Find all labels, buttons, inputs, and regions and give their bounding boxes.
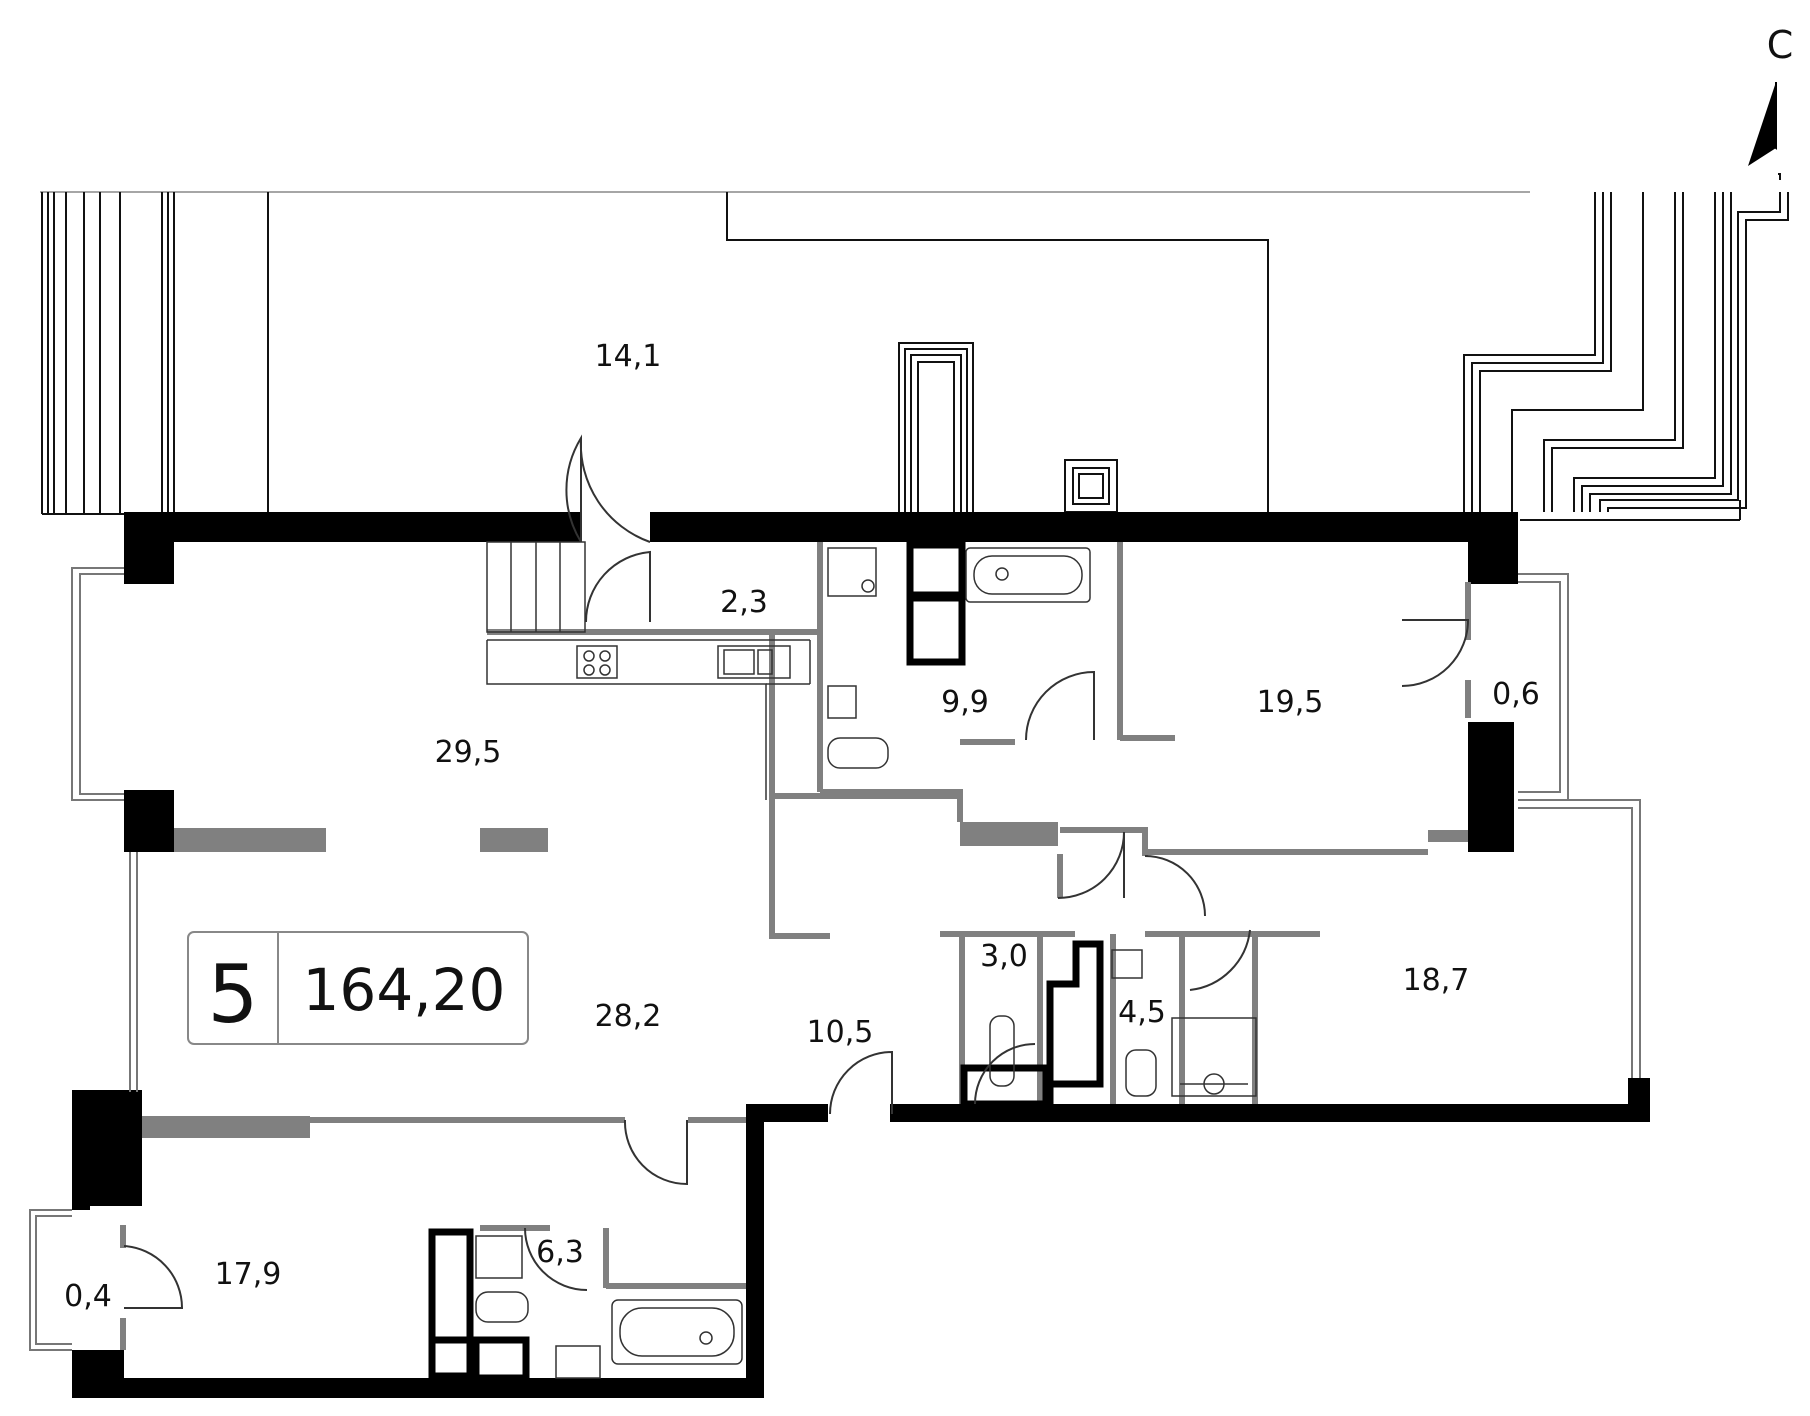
bathtub-icon — [965, 547, 1091, 603]
exterior-walls — [72, 512, 1650, 1398]
north-arrow-icon — [1748, 82, 1776, 166]
toilet-icon-wc — [989, 1015, 1015, 1087]
bidet-icon-2 — [555, 1345, 601, 1379]
room-area-hallway: 10,5 — [807, 1015, 874, 1050]
terrace-vents — [898, 342, 1118, 514]
room-area-wc: 3,0 — [980, 939, 1028, 974]
room-area-balcony-w: 0,4 — [64, 1279, 112, 1314]
bidet-icon — [827, 685, 857, 719]
room-area-kitchen-living: 29,5 — [435, 735, 502, 770]
doors — [123, 434, 1470, 1309]
fixtures — [475, 547, 1257, 1379]
room-area-bathroom-2: 6,3 — [536, 1235, 584, 1270]
terrace-railing-right — [1463, 173, 1789, 521]
shafts — [428, 541, 1104, 1382]
partitions — [142, 822, 1468, 1138]
compass: С — [1748, 23, 1793, 166]
stairs — [486, 541, 586, 633]
toilet-icon-bath2 — [475, 1291, 529, 1323]
room-area-balcony-e: 0,6 — [1492, 677, 1540, 712]
room-area-bedroom-se: 18,7 — [1403, 963, 1470, 998]
room-area-bedroom-sw: 17,9 — [215, 1257, 282, 1292]
total-area: 164,20 — [303, 956, 506, 1024]
rooms-count: 5 — [208, 948, 259, 1041]
room-area-terrace: 14,1 — [595, 339, 662, 374]
terrace-outline — [40, 191, 1530, 512]
window-lines — [29, 567, 1641, 1351]
toilet-icon-laundry — [1125, 1049, 1157, 1097]
washer-icon — [1171, 1017, 1257, 1097]
sink-icon-wc — [1111, 949, 1143, 979]
kitchen-counter — [486, 639, 811, 800]
terrace-railing-left — [41, 192, 175, 515]
room-area-bathroom-1: 9,9 — [941, 685, 989, 720]
room-labels: 14,1 2,3 9,9 19,5 0,6 29,5 28,2 10,5 3,0… — [64, 339, 1540, 1314]
bathtub-icon-2 — [611, 1299, 743, 1365]
room-area-living-room: 28,2 — [595, 999, 662, 1034]
sink-icon-bath1 — [827, 547, 877, 597]
compass-letter: С — [1767, 23, 1794, 67]
room-area-laundry: 4,5 — [1118, 995, 1166, 1030]
room-area-hall-closet: 2,3 — [720, 585, 768, 620]
sink-icon-bath2 — [475, 1235, 523, 1279]
summary-box: 5 164,20 — [187, 931, 529, 1045]
toilet-icon-bath1 — [827, 737, 889, 769]
room-area-bedroom-ne: 19,5 — [1257, 685, 1324, 720]
cooktop-icon — [576, 645, 618, 679]
sink-icon — [717, 645, 791, 679]
